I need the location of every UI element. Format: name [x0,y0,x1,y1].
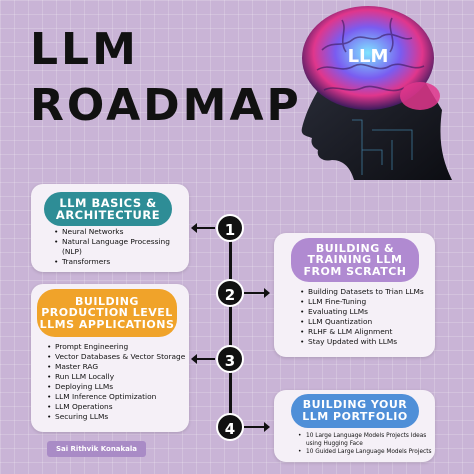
title-line-1: LLM [30,24,139,75]
ai-head-illustration: LLM [301,6,452,180]
list-item: using Hugging Face [306,441,363,447]
list-item: Deploying LLMs [47,382,187,392]
arrow-to-basics [191,223,215,233]
list-item: LLM Quantization [300,317,432,327]
portfolio-title-line-2: LLM PORTFOLIO [302,410,408,423]
list-item: Evaluating LLMs [300,307,432,317]
training-list: Building Datasets to Trian LLMs LLM Fine… [300,287,432,347]
step-4-badge: 4 [216,413,244,441]
title-line-2: ROADMAP [30,80,302,131]
list-item: Run LLM Locally [47,372,187,382]
step-2-badge: 2 [216,279,244,307]
list-item: Natural Language Processing [54,237,184,247]
list-item: (NLP) [62,247,82,256]
list-item: LLM Inference Optimization [47,392,187,402]
training-title-line-3: FROM SCRATCH [303,264,407,278]
list-item: LLM Fine-Tuning [300,297,432,307]
arrow-to-training [244,288,270,298]
arrow-to-production [191,354,215,364]
list-item: LLM Operations [47,402,187,412]
portfolio-list: 10 Large Language Models Projects Ideas … [298,432,434,456]
training-title-line-1: BUILDING & [315,241,395,255]
list-item: Vector Databases & Vector Storage [47,352,187,362]
list-item: Master RAG [47,362,187,372]
basics-title: LLM BASICS & ARCHITECTURE [44,192,172,226]
production-title-line-2: PRODUCTION LEVEL [41,306,173,320]
author-badge: Sai Rithvik Konakala [47,441,146,457]
step-3-badge: 3 [216,345,244,373]
list-item: Prompt Engineering [47,342,187,352]
production-title-line-1: BUILDING [75,294,139,308]
basics-list: Neural Networks Natural Language Process… [54,227,184,267]
production-list: Prompt Engineering Vector Databases & Ve… [47,342,187,422]
basics-title-line-1: LLM BASICS & [59,195,157,210]
list-item: Building Datasets to Trian LLMs [300,287,432,297]
portfolio-title-line-1: BUILDING YOUR [302,398,408,412]
list-item: Transformers [54,257,184,267]
step-1-badge: 1 [216,214,244,242]
list-item: Securing LLMs [47,412,187,422]
list-item: 10 Large Language Models Projects Ideas [298,432,434,440]
brain-label: LLM [348,46,389,67]
training-title-line-2: TRAINING LLM [307,253,403,267]
list-item: RLHF & LLM Alignment [300,327,432,337]
arrow-to-portfolio [244,422,270,432]
list-item: Stay Updated with LLMs [300,337,432,347]
production-title: BUILDING PRODUCTION LEVEL LLMS APPLICATI… [37,289,177,337]
production-title-line-3: LLMS APPLICATIONS [39,317,175,331]
basics-title-line-2: ARCHITECTURE [55,208,161,222]
timeline-line [229,228,232,430]
list-item: 10 Guided Large Language Models Projects [298,448,434,456]
training-title: BUILDING & TRAINING LLM FROM SCRATCH [291,238,419,282]
list-item: Neural Networks [54,227,184,237]
portfolio-title: BUILDING YOUR LLM PORTFOLIO [291,394,419,428]
